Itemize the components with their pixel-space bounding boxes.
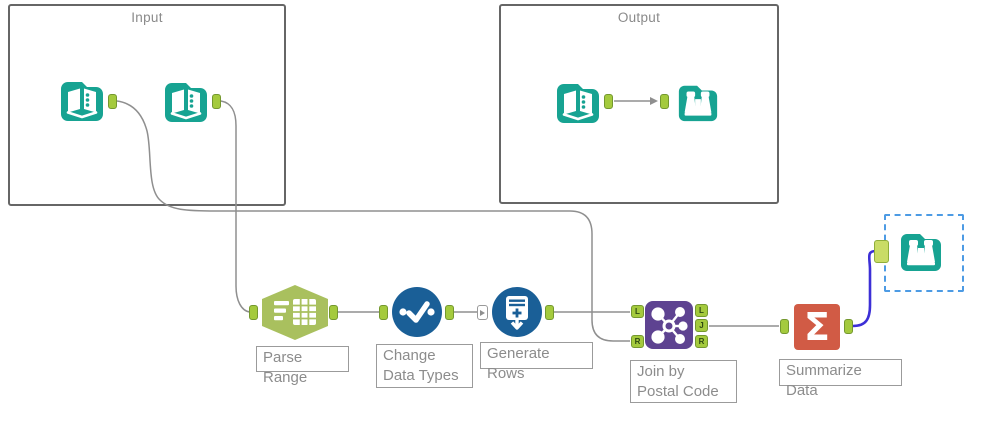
binoculars-icon: [678, 85, 718, 122]
hexagon-table-icon: [262, 285, 328, 340]
summarize-input-anchor[interactable]: [780, 319, 789, 334]
circle-rows-plus-icon: [492, 287, 542, 337]
generate-rows-input-anchor[interactable]: [477, 305, 488, 320]
input1-output-anchor[interactable]: [108, 94, 117, 109]
annotation-generate-rows[interactable]: Generate Rows: [480, 342, 593, 382]
input-container-box[interactable]: Input: [8, 4, 286, 206]
join-output-anchor-r[interactable]: R: [695, 335, 708, 348]
book-icon: [165, 83, 207, 122]
binoculars-icon: [901, 234, 941, 271]
summarize-output-anchor[interactable]: [844, 319, 853, 334]
tool-change-data-types[interactable]: [392, 287, 442, 337]
change-data-types-input-anchor[interactable]: [379, 305, 388, 320]
input-container-title: Input: [131, 10, 163, 25]
svg-text:Σ: Σ: [804, 305, 830, 349]
tool-input-data-2[interactable]: [162, 77, 210, 125]
book-icon: [557, 84, 599, 123]
input2-output-anchor[interactable]: [212, 94, 221, 109]
output-container-title: Output: [617, 10, 661, 25]
wire-input1-to-join-r[interactable]: [116, 100, 630, 342]
wire-summarize-to-browse-selected[interactable]: [851, 249, 878, 328]
molecule-icon: [645, 301, 693, 349]
tool-generate-rows[interactable]: [492, 287, 542, 337]
tool-input-data-1[interactable]: [58, 76, 106, 124]
join-input-anchor-r[interactable]: R: [631, 335, 644, 348]
annotation-parse-range[interactable]: Parse Range: [256, 346, 349, 386]
tool-parse-range[interactable]: [262, 285, 328, 340]
output-book-output-anchor[interactable]: [604, 94, 613, 109]
generate-rows-output-anchor[interactable]: [545, 305, 554, 320]
parse-range-input-anchor[interactable]: [249, 305, 258, 320]
book-icon: [61, 82, 103, 121]
join-output-anchor-l[interactable]: L: [695, 304, 708, 317]
tool-output-browse[interactable]: [676, 80, 720, 124]
annotation-summarize[interactable]: Summarize Data: [779, 359, 902, 399]
join-output-anchor-j[interactable]: J: [695, 319, 708, 332]
mini-arrow-icon: [480, 310, 485, 316]
annotation-change-data-types[interactable]: Change Data Types: [376, 344, 473, 388]
output-browse-input-anchor[interactable]: [660, 94, 669, 109]
join-input-anchor-l[interactable]: L: [631, 305, 644, 318]
parse-range-output-anchor[interactable]: [329, 305, 338, 320]
tool-join-by-postal-code[interactable]: [645, 301, 693, 349]
sigma-icon: Σ: [794, 304, 840, 350]
tool-output-input-data[interactable]: [554, 78, 602, 126]
tool-summarize[interactable]: Σ: [793, 303, 841, 351]
wire-input2-to-parse-range[interactable]: [220, 100, 251, 313]
change-data-types-output-anchor[interactable]: [445, 305, 454, 320]
annotation-join[interactable]: Join by Postal Code: [630, 360, 737, 403]
output-container-box[interactable]: Output: [499, 4, 779, 204]
circle-checkmark-icon: [392, 287, 442, 337]
browse-selected-input-anchor[interactable]: [874, 240, 889, 263]
tool-browse-selected[interactable]: [898, 228, 944, 274]
